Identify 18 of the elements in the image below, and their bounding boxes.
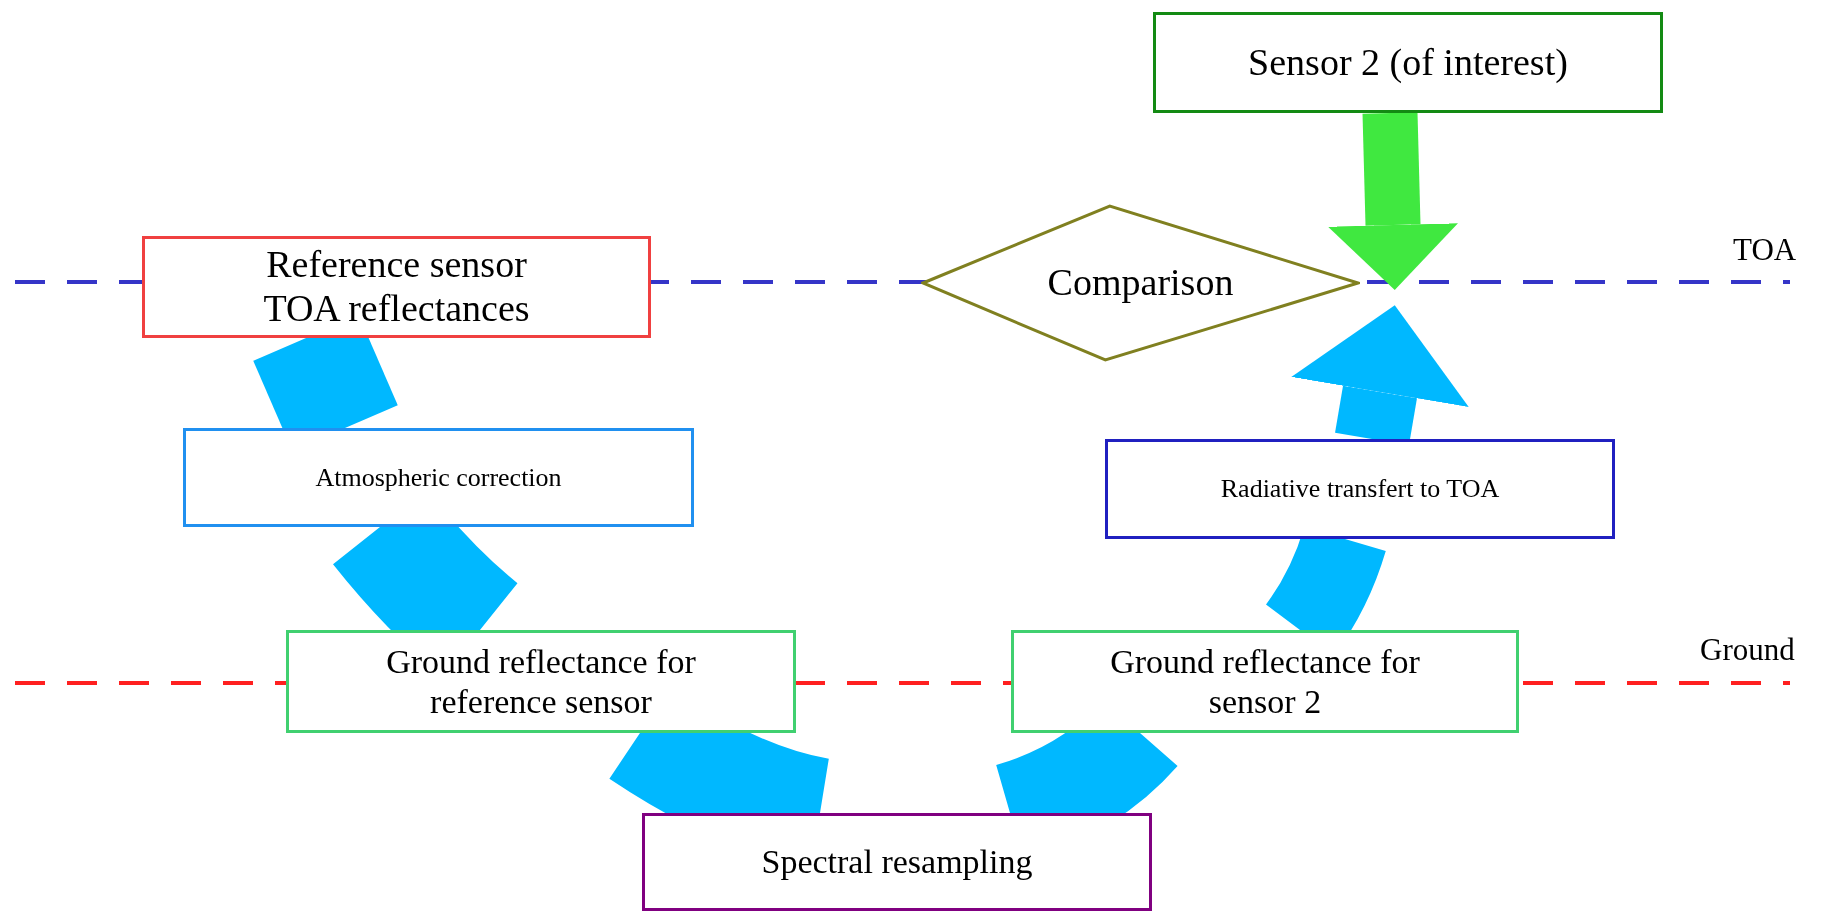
- node-text: Sensor 2 (of interest): [1248, 40, 1568, 85]
- process-box: [1105, 439, 1615, 539]
- node-text: Comparison: [1047, 261, 1234, 305]
- node-text: Spectral resampling: [761, 842, 1033, 882]
- node-text: Reference sensor TOA reflectances: [262, 243, 531, 331]
- process-box: [142, 236, 651, 338]
- process-box: [1011, 630, 1519, 733]
- process-box: [183, 428, 694, 527]
- node-text: Radiative transfert to TOA: [1220, 474, 1500, 504]
- flow-arrow: [1328, 112, 1458, 290]
- node-text: Ground reflectance for reference sensor: [385, 642, 697, 721]
- level-label: Ground: [1700, 632, 1795, 668]
- node-text: Atmospheric correction: [315, 462, 562, 493]
- node-text: Ground reflectance for sensor 2: [1109, 642, 1421, 721]
- process-box: [286, 630, 796, 733]
- process-box: [642, 813, 1152, 911]
- process-box: [1153, 12, 1663, 113]
- level-label: TOA: [1733, 232, 1797, 268]
